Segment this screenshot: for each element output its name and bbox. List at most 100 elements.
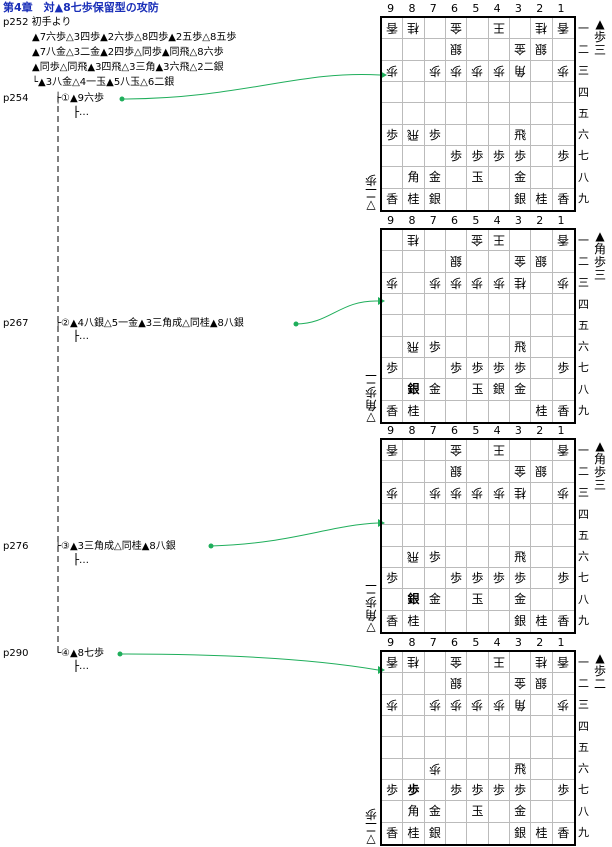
sente-piece: 歩 (424, 546, 446, 568)
branch-continue: ├… (73, 331, 90, 342)
rank-label: 一 (578, 443, 589, 457)
branch-page: p254 (3, 93, 29, 104)
gote-piece: 香 (382, 440, 404, 462)
gote-hand: 二歩角▽ (364, 582, 378, 635)
sente-piece: 歩 (403, 780, 425, 802)
board-square (510, 294, 532, 316)
gote-piece: 銀 (446, 39, 468, 61)
rank-label: 七 (578, 149, 589, 163)
rank-label: 五 (578, 106, 589, 120)
rank-label: 五 (578, 318, 589, 332)
rank-label: 九 (578, 192, 589, 206)
board-square (488, 336, 510, 358)
sente-piece: 桂 (531, 400, 553, 422)
board-square (467, 610, 489, 632)
sente-piece: 飛 (510, 546, 532, 568)
board-square (382, 103, 404, 125)
rank-label: 一 (578, 233, 589, 247)
board-square (510, 103, 532, 125)
board-square (446, 610, 468, 632)
board-square (382, 230, 404, 252)
gote-piece: 金 (510, 39, 532, 61)
board-square (424, 146, 446, 168)
hand-char: 角 (593, 452, 606, 466)
gote-piece: 桂 (531, 18, 553, 40)
board-square (424, 652, 446, 674)
board-square (531, 694, 553, 716)
sente-piece: 香 (557, 826, 570, 841)
board-square (489, 188, 510, 210)
board-square (488, 251, 510, 273)
board-square (467, 525, 489, 547)
board-square (531, 780, 553, 802)
board-square (446, 758, 468, 780)
hand-char: 二 (365, 372, 378, 386)
board-square (403, 525, 425, 547)
file-label: 3 (514, 2, 522, 15)
board-square (488, 504, 510, 526)
board-square (382, 315, 404, 337)
file-label: 9 (387, 214, 395, 227)
board-square (531, 379, 553, 401)
file-label: 3 (514, 214, 522, 227)
board-square (382, 589, 404, 611)
board-square (424, 18, 446, 40)
board-square (467, 315, 489, 337)
rank-label: 三 (578, 698, 589, 712)
board-square (424, 737, 446, 759)
rank-label: 二 (578, 464, 589, 478)
board-square (552, 379, 574, 401)
board-square (552, 547, 574, 568)
file-label: 2 (536, 636, 544, 649)
board-square (425, 400, 446, 422)
sente-piece: 玉 (467, 167, 489, 189)
board-square (510, 82, 532, 104)
board-square (552, 125, 574, 146)
gote-piece: 歩 (424, 758, 446, 780)
gote-hand: 歩二▽ (364, 173, 378, 213)
board-square (552, 315, 574, 337)
board-square (531, 82, 553, 104)
sente-piece: 香 (382, 610, 404, 632)
branch-page: p290 (3, 648, 29, 659)
board-square (446, 124, 468, 146)
board-square (382, 461, 404, 483)
board-square (531, 504, 553, 526)
board-square (446, 82, 468, 104)
connector-4 (117, 651, 385, 674)
board-square (467, 716, 489, 738)
sente-piece: 歩 (424, 124, 446, 146)
file-label: 8 (408, 214, 416, 227)
sente-piece: 香 (382, 822, 404, 844)
board-square (552, 525, 574, 547)
board-square (467, 400, 489, 422)
sente-piece: 角 (403, 167, 425, 189)
board-square (552, 337, 574, 358)
rank-labels: 一二三四五六七八九 (578, 17, 589, 209)
file-label: 1 (557, 636, 565, 649)
connector-1 (119, 71, 387, 102)
hand-char: 歩 (365, 807, 378, 821)
board-square (424, 440, 446, 462)
file-label: 6 (451, 2, 459, 15)
branch-continue: ├… (73, 107, 90, 118)
sente-piece: 歩 (382, 124, 404, 146)
sente-piece: 銀 (403, 379, 425, 401)
board-square (403, 504, 425, 526)
hand-char: 三 (593, 478, 606, 492)
file-label: 5 (472, 636, 480, 649)
gote-piece: 歩 (424, 272, 446, 294)
board-square (552, 167, 574, 189)
board-square (403, 716, 425, 738)
gote-piece: 銀 (446, 251, 468, 273)
hand-char: ▲ (595, 439, 605, 453)
board-square (424, 716, 446, 738)
board-square (467, 18, 489, 40)
rank-label: 八 (578, 170, 589, 184)
sente-piece: 歩 (488, 358, 510, 380)
sente-piece: 金 (424, 167, 446, 189)
gote-piece: 歩 (382, 272, 404, 294)
board-square (467, 294, 489, 316)
gote-piece: 歩 (446, 60, 468, 82)
rank-label: 七 (578, 571, 589, 585)
